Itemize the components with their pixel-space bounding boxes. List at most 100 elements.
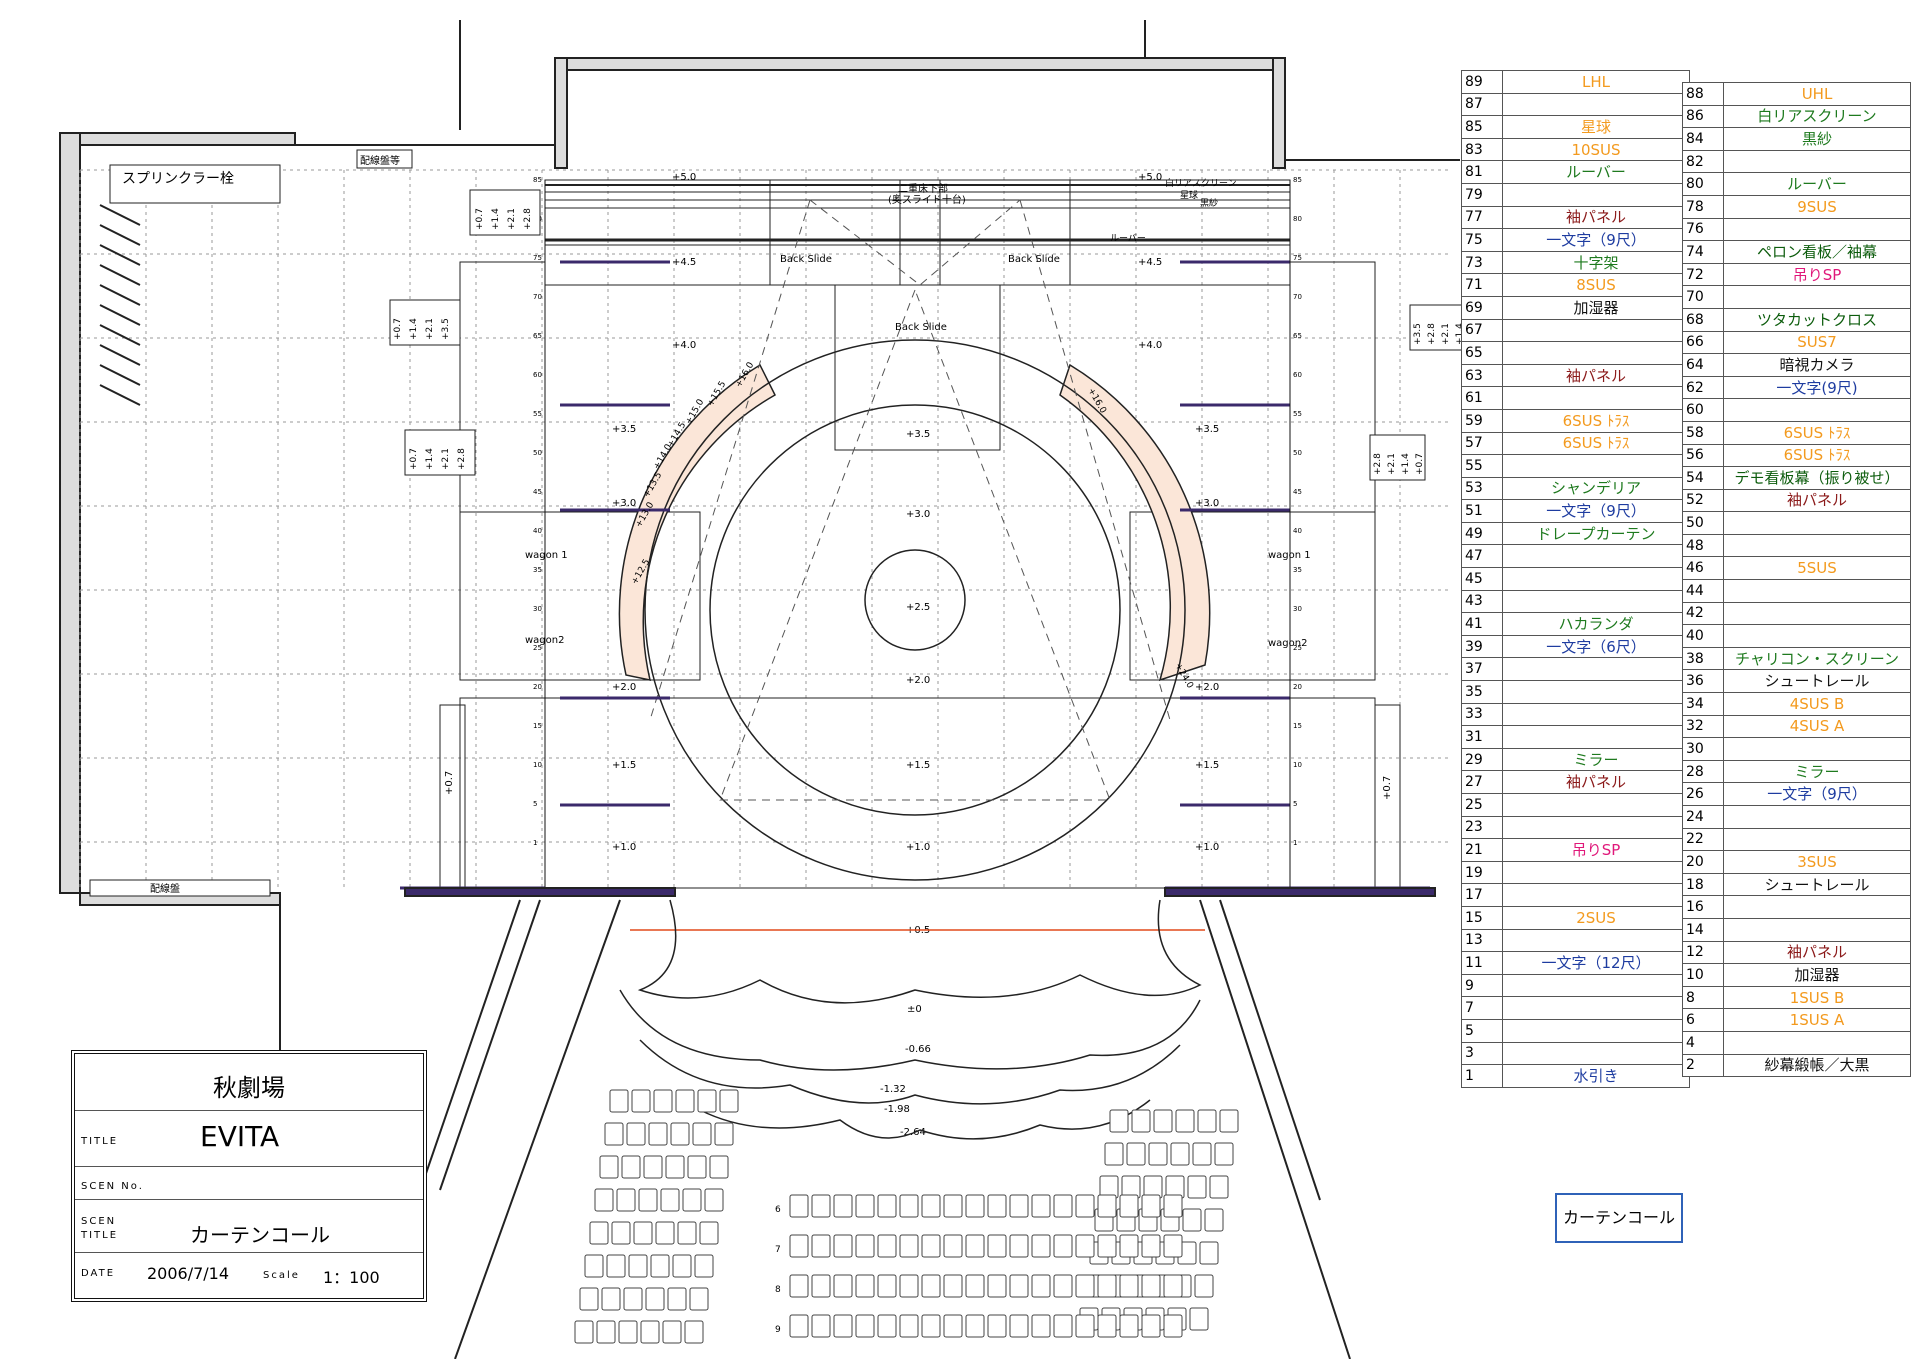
batten-number: 34 <box>1682 692 1724 716</box>
batten-name: 6SUS ﾄﾗｽ <box>1502 431 1690 456</box>
wiring-label-top: 配線盤等 <box>360 154 400 167</box>
batten-name: 6SUS ﾄﾗｽ <box>1502 408 1690 433</box>
batten-name <box>1723 917 1911 942</box>
batten-number: 5 <box>1461 1018 1503 1043</box>
scale-tick: 60 <box>1293 371 1302 379</box>
scale-tick: 5 <box>1293 800 1297 808</box>
batten-name: 4SUS A <box>1723 714 1911 739</box>
under-floor-label-1: 二重床下部 <box>898 182 948 195</box>
scale-tick: 55 <box>1293 410 1302 418</box>
batten-name <box>1502 996 1690 1020</box>
batten-name <box>1723 601 1911 626</box>
batten-number: 8 <box>1682 985 1724 1010</box>
batten-number: 50 <box>1682 511 1724 535</box>
scale-tick: 65 <box>533 332 542 340</box>
batten-number: 38 <box>1682 646 1724 671</box>
batten-name: 一文字（6尺） <box>1502 634 1690 659</box>
batten-number: 72 <box>1682 262 1724 287</box>
batten-number: 53 <box>1461 476 1503 501</box>
height-label: +4.5 <box>1138 257 1162 268</box>
step-label: +0.7 <box>409 448 419 470</box>
height-labels-left: +5.0+4.5+4.0+3.5+3.0+2.0+1.5+1.0 <box>612 172 696 853</box>
batten-name <box>1723 398 1911 422</box>
scale-tick: 50 <box>533 449 542 457</box>
batten-number: 86 <box>1682 104 1724 129</box>
batten-row: 79 <box>1461 182 1690 207</box>
step-label: +2.1 <box>425 318 435 340</box>
batten-name <box>1502 883 1690 907</box>
batten-row: 48 <box>1682 533 1911 558</box>
batten-name: 4SUS B <box>1723 692 1911 716</box>
height-label: +4.0 <box>1138 340 1162 351</box>
height-label: +1.0 <box>1195 842 1219 853</box>
batten-row: 31 <box>1461 725 1690 749</box>
batten-name: 一文字(9尺) <box>1723 375 1911 400</box>
scale-tick: 75 <box>1293 254 1302 262</box>
batten-row: 60 <box>1682 398 1911 422</box>
height-label: +4.0 <box>672 340 696 351</box>
batten-number: 12 <box>1682 940 1724 965</box>
batten-number: 59 <box>1461 408 1503 433</box>
batten-name: 十字架 <box>1502 250 1690 275</box>
batten-name <box>1723 285 1911 309</box>
height-label: +2.5 <box>906 602 930 613</box>
batten-number: 6 <box>1682 1008 1724 1032</box>
batten-name: ハカランダ <box>1502 612 1690 636</box>
batten-name: 袖パネル <box>1502 205 1690 230</box>
scale-tick: 40 <box>1293 527 1302 535</box>
batten-name: 吊りSP <box>1502 838 1690 862</box>
batten-name: チャリコン・スクリーン <box>1723 646 1911 671</box>
batten-row: 4 <box>1682 1030 1911 1055</box>
top-bars <box>545 184 1290 246</box>
batten-name: 袖パネル <box>1502 363 1690 388</box>
scale-tick: 45 <box>1293 488 1302 496</box>
batten-number: 54 <box>1682 466 1724 490</box>
height-label: -1.98 <box>884 1104 910 1115</box>
batten-row: 13 <box>1461 928 1690 953</box>
batten-row: 70 <box>1682 285 1911 309</box>
batten-number: 21 <box>1461 838 1503 862</box>
batten-number: 58 <box>1682 420 1724 445</box>
batten-row: 25 <box>1461 793 1690 817</box>
batten-name: 星球 <box>1502 115 1690 139</box>
batten-row: 7 <box>1461 996 1690 1020</box>
batten-name: ミラー <box>1502 747 1690 772</box>
batten-name: SUS7 <box>1723 330 1911 355</box>
scale-tick: 60 <box>533 371 542 379</box>
back-slide-center: Back Slide <box>895 322 947 333</box>
scale-tick: 80 <box>1293 215 1302 223</box>
batten-number: 11 <box>1461 951 1503 975</box>
batten-number: 19 <box>1461 860 1503 885</box>
scale-tick: 50 <box>1293 449 1302 457</box>
batten-number: 51 <box>1461 499 1503 523</box>
batten-number: 47 <box>1461 544 1503 569</box>
wings <box>439 261 1401 891</box>
step-label: +1.4 <box>1401 453 1411 475</box>
batten-number: 40 <box>1682 624 1724 648</box>
batten-number: 13 <box>1461 928 1503 953</box>
height-label: +1.5 <box>906 760 930 771</box>
batten-name <box>1502 318 1690 343</box>
scale-caption: Scale <box>263 1270 300 1281</box>
sprinkler-label: スプリンクラー栓 <box>122 171 234 187</box>
building-walls <box>59 20 1460 1060</box>
batten-name <box>1723 827 1911 852</box>
batten-row: 14 <box>1682 917 1911 942</box>
